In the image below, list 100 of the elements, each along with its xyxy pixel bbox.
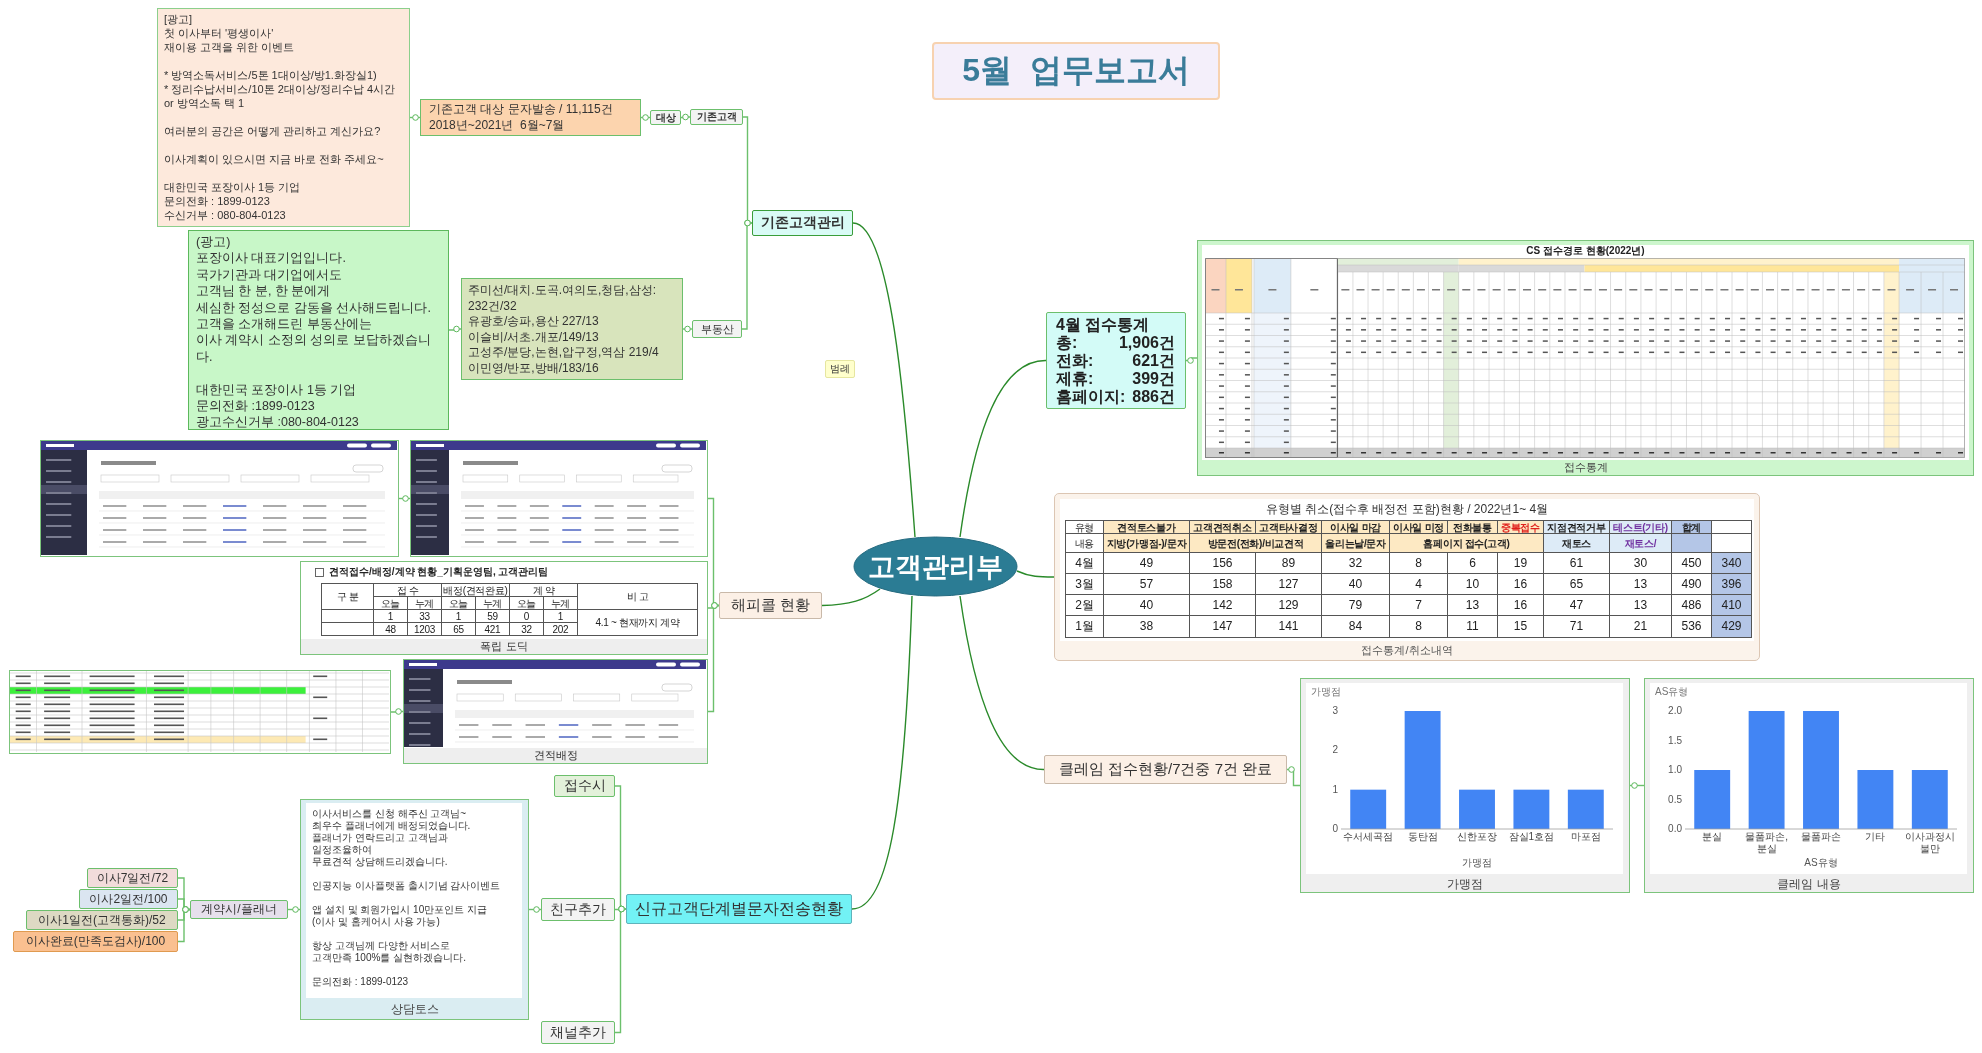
stat-label: 총: [1056, 334, 1078, 352]
note-text: 문의전화 : 1899-0123 [164, 194, 270, 208]
table-cell: 올리는날/문자 [1321, 533, 1390, 553]
tick-label: 1.5 [1668, 734, 1682, 747]
table-cell: 1월 [1065, 615, 1104, 638]
table-title: 견적접수/배정/계약 현황_기획운영팀, 고객관리팀 [329, 566, 549, 578]
image-caption: 클레임 내용 [1777, 877, 1841, 891]
chart-title: 가맹점 [1311, 686, 1341, 698]
image-caption: 폭립 도딕 [480, 640, 528, 653]
branch-line [640, 114, 651, 121]
message-line: (이사 및 홈케어시 사용 가능) [312, 916, 440, 928]
tick-label: 0.0 [1668, 823, 1682, 835]
table-cell: 견적토스불가 [1103, 520, 1190, 534]
table-cell: 전화불통 [1447, 520, 1498, 534]
topic-box: 친구추가 [541, 898, 615, 921]
branch-line [409, 114, 421, 121]
table-cell: 합계 [1671, 520, 1712, 534]
topic-box: 이사완료(만족도검사)/100 [13, 931, 178, 952]
image-caption: 견적배정 [533, 749, 578, 762]
note-text: 고성주/분당,논현,압구정,역삼 219/4 [468, 345, 659, 361]
screenshot-frame [300, 561, 708, 655]
branch-line [390, 708, 404, 715]
topic-box: 계약시/플래너 [190, 900, 288, 919]
stats-box [1046, 312, 1186, 409]
tick-label: 3 [1332, 705, 1338, 717]
category-label: 기타 [1865, 831, 1886, 843]
table-cell: 재토스/ [1609, 533, 1672, 553]
topic-box: 이사2일전/100 [79, 889, 178, 909]
branch-line [821, 588, 881, 607]
stat-value: 886건 [1132, 388, 1175, 406]
category-label: 수서세곡점 [1343, 831, 1394, 843]
note-text: 고객을 소개해드린 부동산에는 [196, 316, 372, 333]
center-ellipse: 고객관리부 [853, 536, 1018, 597]
topic-box: 클레임 접수현황/7건중 7건 완료 [1044, 755, 1287, 784]
branch-line [398, 495, 411, 502]
screenshot-picture [410, 440, 708, 557]
table-cell: 421 [475, 622, 510, 636]
table-cell: 지점견적거부 [1543, 520, 1610, 534]
table-cell: 배정(견적완료) [441, 583, 510, 597]
table-cell: 고객타사결정 [1255, 520, 1322, 534]
note-text: 첫 이사부터 '평생이사' [164, 26, 274, 40]
note-text: 이사 계약시 소정의 성의로 보답하겠습니다. [196, 332, 432, 366]
image-caption: 상담토스 [390, 1002, 439, 1016]
note-text: 고객님 한 분, 한 분에게 [196, 283, 331, 300]
screenshot-frame [1197, 240, 1974, 476]
note-text: 광고수신거부 :080-804-0123 [196, 414, 359, 431]
note-text: 포장이사 대표기업입니다. [196, 250, 346, 267]
stat-value: 1,906건 [1118, 334, 1175, 352]
note-label: 범례 [825, 360, 855, 378]
category-label: 물품파손 [1801, 831, 1841, 843]
table-cell: 재토스 [1543, 533, 1610, 553]
table-cell: 이사일 미정 [1389, 520, 1448, 534]
note-text: 대한민국 포장이사 1등 기업 [164, 180, 301, 194]
note-text: (광고) [196, 234, 231, 251]
tick-label: 0 [1332, 823, 1338, 835]
note-text: 기존고객 대상 문자발송 / 11,115건 [429, 102, 613, 118]
note-text: * 방역소독서비스/5톤 1대이상/방1.화장실1) [164, 68, 377, 82]
topic-box: 기존고객 [690, 109, 743, 125]
table-cell: 중복접수 [1497, 520, 1544, 534]
note-text: 여러분의 공간은 어떻게 관리하고 계신가요? [164, 124, 381, 138]
image-caption: 접수통계/취소내역 [1361, 644, 1453, 657]
branch-line [741, 219, 753, 330]
message-line: 고객만족 100%를 실현하겠습니다. [312, 952, 466, 964]
message-line: 문의전화 : 1899-0123 [312, 976, 409, 988]
branch-line [1185, 357, 1198, 364]
chart-title: AS유형 [1655, 686, 1689, 698]
table-cell: 202 [543, 622, 578, 636]
table-cell: 계 약 [509, 583, 578, 597]
note-text: 세심한 정성으로 감동을 선사해드립니다. [196, 299, 431, 317]
note-text: 유광호/송파,용산 227/13 [468, 314, 599, 330]
topic-box: 해피콜 현황 [719, 592, 822, 619]
topic-box: 채널추가 [541, 1021, 615, 1044]
category-label: 신한포장 [1457, 831, 1497, 843]
note-text: 수신거부 : 080-804-0123 [164, 208, 286, 222]
table-cell: 340 [1711, 552, 1752, 574]
note-box [461, 278, 683, 380]
note-text: [광고] [164, 12, 193, 26]
branch-line [177, 906, 191, 943]
screenshot-frame [403, 659, 708, 764]
message-line: 무료견적 상담해드리겠습니다. [312, 856, 448, 868]
branch-line [1286, 766, 1301, 787]
category-label: 물품파손, 분실 [1744, 831, 1789, 855]
axis-title: AS유형 [1804, 857, 1838, 869]
note-text: 대한민국 포장이사 1등 기업 [196, 381, 357, 399]
branch-line [852, 222, 916, 538]
topic-box: 이사7일전/72 [87, 868, 178, 888]
category-label: 마포점 [1570, 831, 1601, 843]
branch-line [680, 113, 691, 121]
table-cell: 접 수 [373, 583, 442, 597]
table-cell: 테스트(기타) [1609, 520, 1672, 534]
message-line: 이사서비스를 신청 해주신 고객님~ [312, 808, 467, 820]
topic-box: 부동산 [692, 320, 742, 338]
note-text: 2018년~2021년 6월~7월 [429, 117, 565, 133]
table-cell: 396 [1711, 573, 1752, 595]
note-text: 이사계획이 있으시면 지금 바로 전화 주세요~ [164, 152, 384, 166]
table-frame [1054, 493, 1760, 661]
table-title: CS 접수경로 현황(2022년) [1526, 245, 1645, 257]
axis-title: 가맹점 [1462, 857, 1492, 869]
screenshot-picture [40, 440, 399, 557]
message-line: 플래너가 연락드리고 고객님과 [312, 832, 448, 844]
